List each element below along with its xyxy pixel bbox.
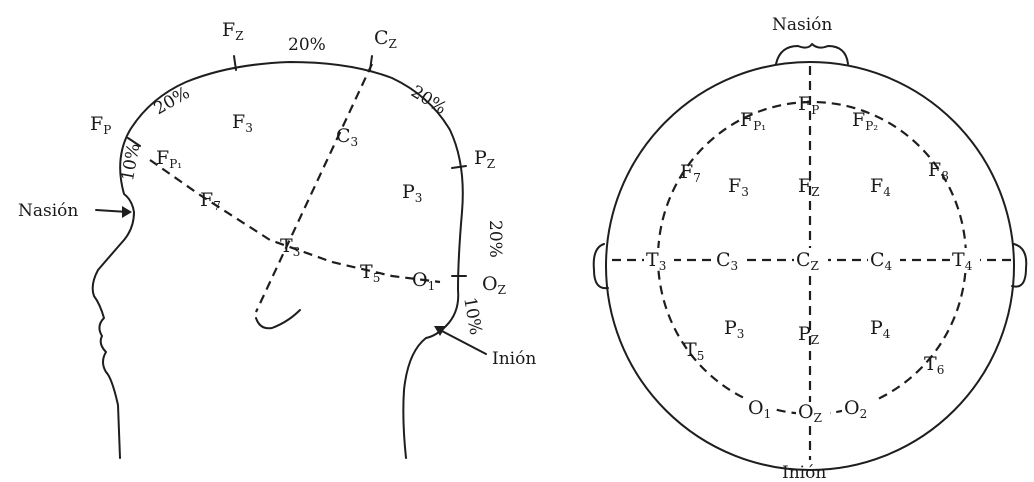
inion-arrow bbox=[434, 326, 487, 355]
side-label-t5: T5 bbox=[360, 261, 380, 285]
side-label-fz: FZ bbox=[222, 19, 244, 43]
side-label-c3: C3 bbox=[336, 125, 358, 149]
top-label-c4-bg bbox=[868, 248, 900, 270]
top-label-f3: F3 bbox=[728, 175, 749, 199]
top-label-c4: C4 bbox=[870, 249, 893, 273]
side-pct-upper-front: 20% bbox=[151, 83, 194, 119]
top-label-cz: CZ bbox=[796, 249, 819, 273]
side-line-cz-t3 bbox=[255, 63, 373, 313]
top-label-t4: T4 bbox=[952, 249, 973, 273]
top-head-outline bbox=[605, 61, 1015, 471]
top-label-cz-bg bbox=[794, 248, 828, 270]
side-inion-label: Inión bbox=[492, 349, 536, 369]
side-line-fp1-o1 bbox=[149, 159, 441, 284]
top-label-f7: F7 bbox=[680, 161, 701, 185]
top-label-oz-bg bbox=[796, 402, 830, 424]
side-label-o1: O1 bbox=[412, 269, 435, 293]
side-label-cz: CZ bbox=[374, 27, 397, 51]
side-ear-hint bbox=[255, 309, 301, 330]
top-label-c3-bg bbox=[714, 248, 746, 270]
tick-fp bbox=[127, 137, 141, 147]
top-label-t3-bg bbox=[644, 248, 674, 270]
side-label-t3: T3 bbox=[280, 235, 300, 259]
top-label-pz: PZ bbox=[798, 323, 819, 347]
top-label-o2: O2 bbox=[844, 397, 867, 421]
top-label-fp2: FP₂ bbox=[852, 109, 878, 133]
tick-fz bbox=[233, 55, 237, 71]
tick-cz bbox=[369, 55, 373, 71]
tick-pz bbox=[451, 165, 467, 169]
side-label-pz: PZ bbox=[474, 147, 495, 171]
side-label-oz: OZ bbox=[482, 273, 506, 297]
top-right-ear bbox=[1011, 243, 1028, 288]
top-left-ear bbox=[592, 243, 609, 290]
top-label-f4: F4 bbox=[870, 175, 891, 199]
top-label-fp1: FP₁ bbox=[740, 109, 766, 133]
top-label-oz: OZ bbox=[798, 401, 822, 425]
top-label-o1-bg bbox=[746, 398, 776, 420]
side-label-f7: F7 bbox=[200, 189, 221, 213]
top-label-o2-bg bbox=[842, 398, 874, 420]
side-label-f3: F3 bbox=[232, 111, 253, 135]
top-label-fp: FP bbox=[798, 93, 819, 117]
top-label-t3: T3 bbox=[646, 249, 666, 273]
top-label-p3: P3 bbox=[724, 317, 744, 341]
side-label-fp: FP bbox=[90, 113, 111, 137]
top-label-t4-bg bbox=[950, 248, 980, 270]
nasion-arrow bbox=[95, 206, 132, 218]
top-view: Nasión Inión FP FP₁ FP₂ F7 F3 FZ F4 F8 T… bbox=[592, 15, 1028, 482]
side-head-outline bbox=[91, 61, 464, 459]
side-label-fp1: FP₁ bbox=[156, 147, 182, 171]
top-inion-label: Inión bbox=[782, 463, 826, 482]
side-view: FZ CZ FP FP₁ F3 C3 F7 T3 P3 PZ T5 O1 OZ … bbox=[18, 19, 536, 459]
side-pct-upper-back: 20% bbox=[407, 82, 450, 119]
top-label-t6: T6 bbox=[924, 353, 944, 377]
top-label-o1: O1 bbox=[748, 397, 771, 421]
top-nasion-label: Nasión bbox=[772, 15, 832, 35]
top-nose bbox=[775, 43, 849, 65]
top-label-fz: FZ bbox=[798, 175, 820, 199]
side-pct-back: 20% bbox=[485, 220, 505, 258]
side-pct-top: 20% bbox=[288, 35, 326, 55]
top-label-p4: P4 bbox=[870, 317, 891, 341]
side-pct-lower-back: 10% bbox=[459, 296, 485, 337]
side-nasion-label: Nasión bbox=[18, 201, 78, 221]
top-label-t5: T5 bbox=[684, 339, 704, 363]
top-label-f8: F8 bbox=[928, 159, 949, 183]
top-label-c3: C3 bbox=[716, 249, 738, 273]
side-label-p3: P3 bbox=[402, 181, 422, 205]
